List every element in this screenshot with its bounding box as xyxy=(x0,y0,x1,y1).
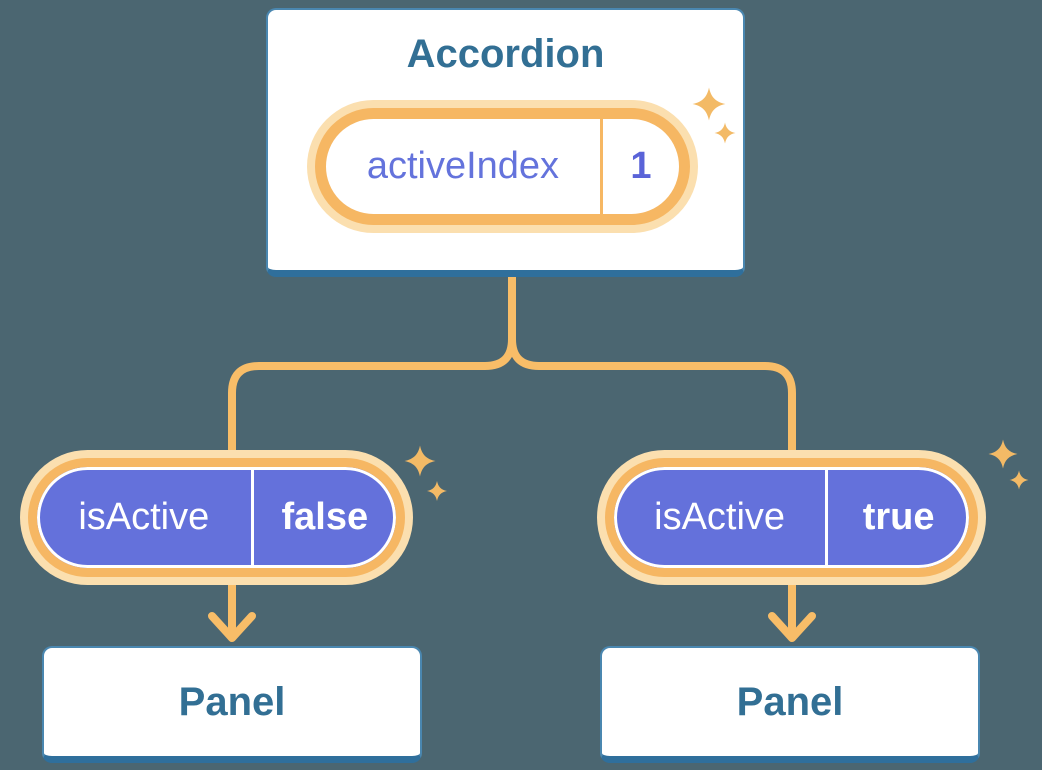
state-pill-active-index: activeIndex 1 xyxy=(315,108,690,225)
pill-divider xyxy=(825,467,829,568)
pill-divider xyxy=(250,467,254,568)
prop-value-label: true xyxy=(862,496,935,538)
state-value-label: 1 xyxy=(630,145,652,187)
panel-component-card-right: Panel xyxy=(600,646,980,763)
component-title: Accordion xyxy=(406,32,605,76)
prop-pill-is-active-false: isActive false xyxy=(28,458,405,577)
panel-title: Panel xyxy=(178,679,286,724)
sparkle-icon xyxy=(404,445,436,477)
panel-title: Panel xyxy=(736,679,844,724)
panel-component-card-left: Panel xyxy=(42,646,422,763)
sparkle-icon xyxy=(988,439,1018,469)
prop-name-label: isActive xyxy=(78,496,210,538)
arrow-down-icon xyxy=(768,612,816,642)
prop-name-label: isActive xyxy=(654,496,786,538)
sparkle-icon xyxy=(427,481,447,501)
connector-fork-left xyxy=(228,273,516,473)
connector-fork-right xyxy=(508,273,796,473)
prop-value-label: false xyxy=(281,496,369,538)
sparkle-icon xyxy=(1009,470,1029,490)
arrow-down-icon xyxy=(208,612,256,642)
prop-pill-is-active-true: isActive true xyxy=(605,458,978,577)
state-name-label: activeIndex xyxy=(366,145,560,187)
pill-divider xyxy=(599,119,603,214)
